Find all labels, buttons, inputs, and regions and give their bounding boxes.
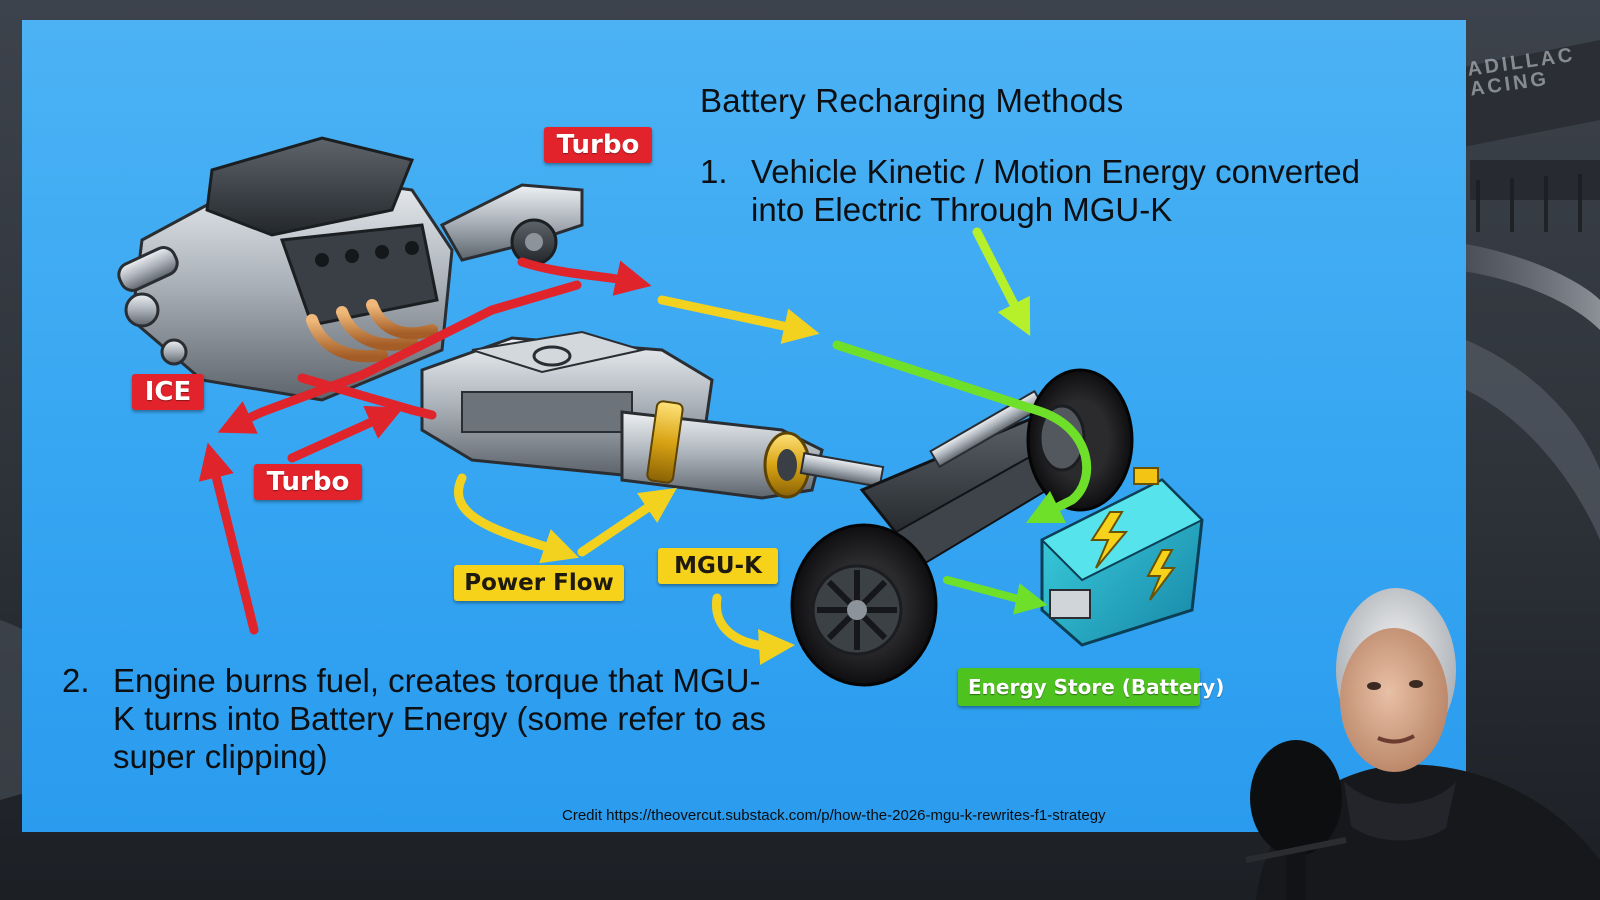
presenter-face bbox=[1340, 628, 1448, 772]
powertrain-diagram bbox=[117, 136, 1204, 687]
slide-title: Battery Recharging Methods bbox=[700, 82, 1124, 119]
turbo-label-top: Turbo bbox=[544, 127, 652, 163]
presenter-webcam bbox=[1245, 588, 1600, 900]
front-wheel-illustration bbox=[790, 523, 938, 687]
ice-engine-illustration bbox=[117, 136, 454, 402]
energy-store-label: Energy Store (Battery) bbox=[958, 668, 1224, 706]
power-flow-label: Power Flow bbox=[454, 565, 624, 601]
method-2-text: Engine burns fuel, creates torque that M… bbox=[113, 662, 766, 775]
mgu-k-illustration bbox=[620, 400, 885, 500]
method-2-number: 2. bbox=[62, 662, 90, 699]
method-1-number: 1. bbox=[700, 153, 728, 190]
presentation-slide: Battery Recharging Methods 1. Vehicle Ki… bbox=[22, 20, 1466, 832]
microphone-icon bbox=[1245, 740, 1347, 900]
method-2: 2. Engine burns fuel, creates torque tha… bbox=[62, 662, 822, 782]
turbo-label-bottom: Turbo bbox=[254, 464, 362, 500]
method-1: 1. Vehicle Kinetic / Motion Energy conve… bbox=[700, 153, 1420, 233]
turbo-illustration bbox=[439, 183, 584, 266]
ice-label: ICE bbox=[132, 374, 204, 410]
battery-illustration bbox=[1040, 467, 1204, 647]
credit-text: Credit https://theovercut.substack.com/p… bbox=[562, 807, 1106, 824]
method-1-text: Vehicle Kinetic / Motion Energy converte… bbox=[751, 153, 1361, 228]
mgu-k-label: MGU-K bbox=[658, 548, 778, 584]
yellow-flow-arrows bbox=[454, 295, 820, 665]
red-flow-arrows bbox=[198, 257, 652, 635]
green-flow-arrows bbox=[832, 227, 1092, 615]
